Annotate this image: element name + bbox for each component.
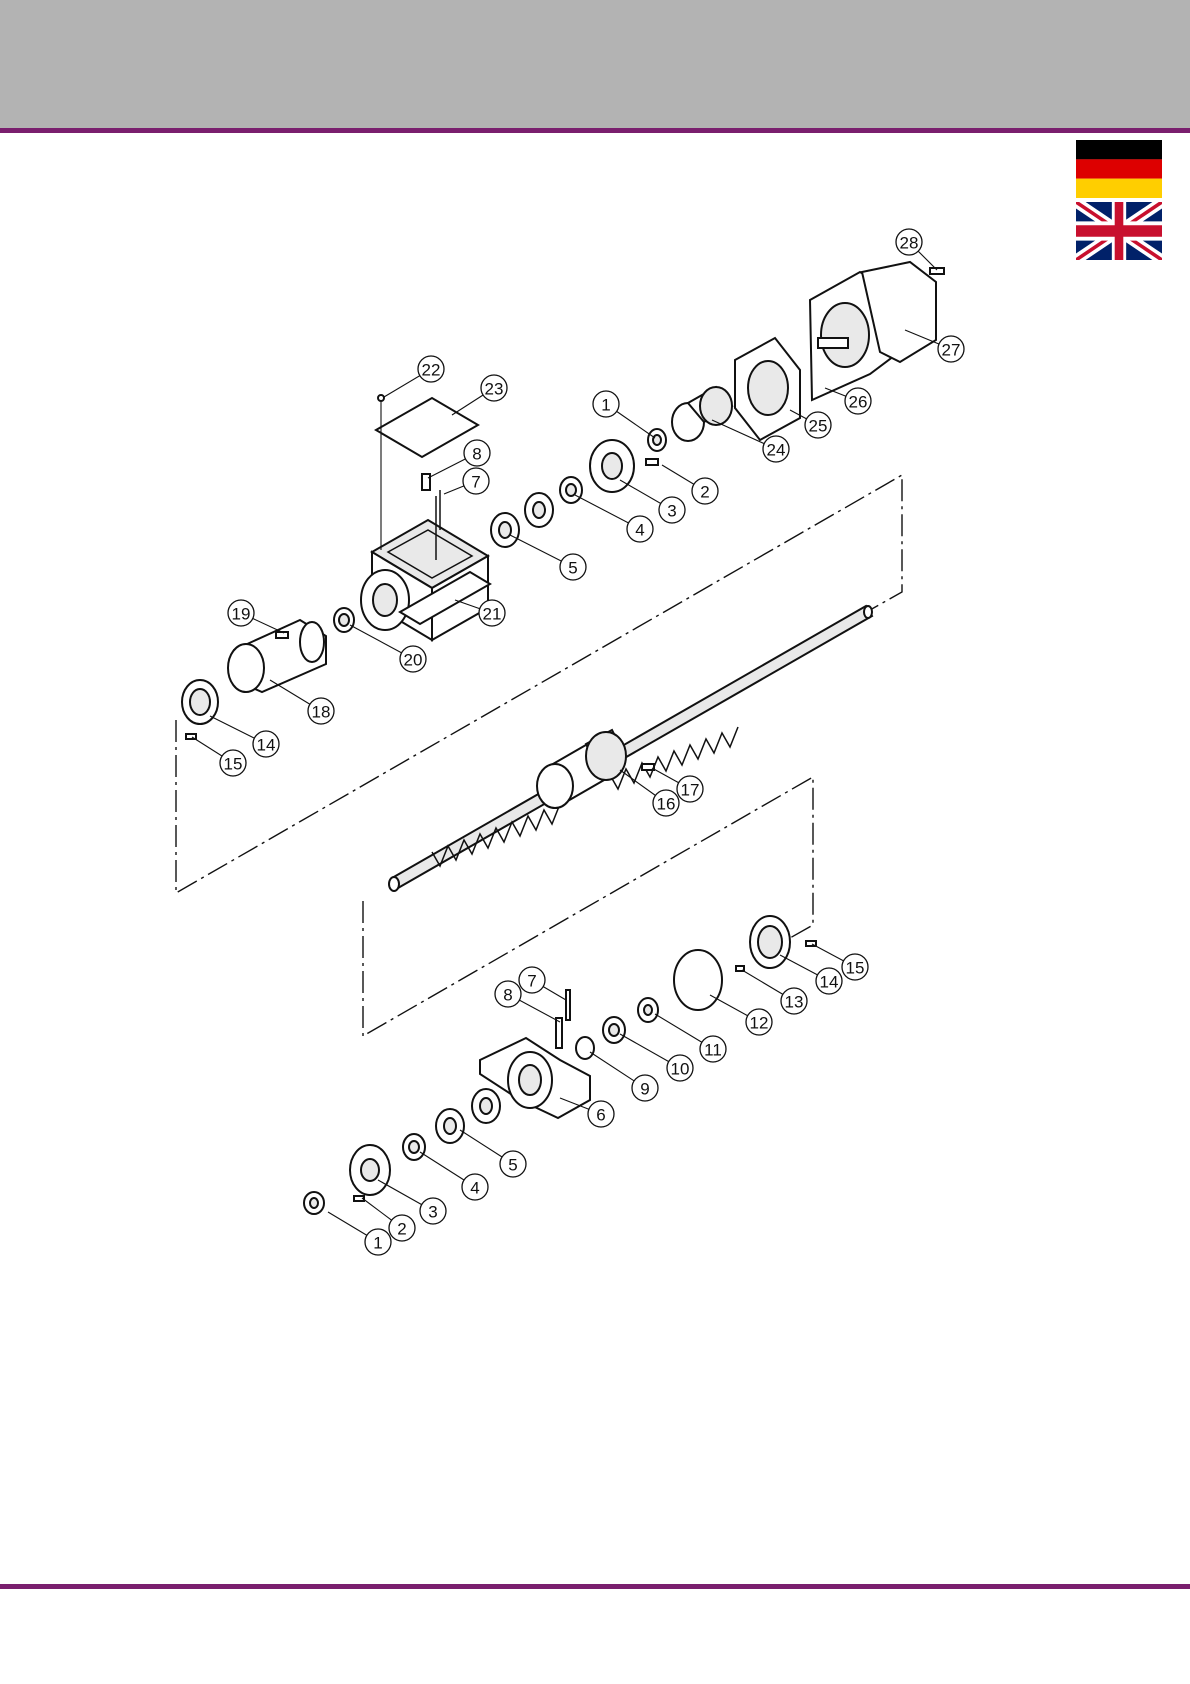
- upper-callout-label-23: 23: [485, 380, 504, 399]
- lower-callout-label-1: 1: [373, 1234, 382, 1253]
- upper-callout-label-20: 20: [404, 651, 423, 670]
- lower-callout-label-11: 11: [704, 1041, 722, 1060]
- upper-callout-label-26: 26: [849, 393, 868, 412]
- upper-callout-label-19: 19: [232, 605, 251, 624]
- upper-callout-label-28: 28: [900, 234, 919, 253]
- upper-callout-label-27: 27: [942, 341, 961, 360]
- lower-callout-label-9: 9: [640, 1080, 649, 1099]
- upper-callout-label-1: 1: [601, 396, 610, 415]
- lower-callout-label-14: 14: [820, 973, 839, 992]
- gearbox-housing: [361, 496, 490, 640]
- lower-callout-label-5: 5: [508, 1156, 517, 1175]
- upper-callout-label-8: 8: [472, 445, 481, 464]
- upper-callout-label-21: 21: [483, 605, 502, 624]
- lower-callout-label-10: 10: [671, 1060, 690, 1079]
- upper-callout-label-17: 17: [681, 781, 700, 800]
- lower-callout-label-6: 6: [596, 1106, 605, 1125]
- upper-callout-label-15: 15: [224, 755, 243, 774]
- lower-callout-label-4: 4: [470, 1179, 479, 1198]
- upper-callout-label-5: 5: [568, 559, 577, 578]
- lower-callout-label-3: 3: [428, 1203, 437, 1222]
- lower-callout-label-7: 7: [527, 972, 536, 991]
- upper-callout-label-3: 3: [667, 502, 676, 521]
- lower-callout-label-13: 13: [785, 993, 804, 1012]
- upper-callout-label-4: 4: [635, 521, 644, 540]
- upper-callout-label-24: 24: [767, 441, 786, 460]
- upper-callout-label-16: 16: [657, 795, 676, 814]
- lower-callout-label-8: 8: [503, 986, 512, 1005]
- upper-callout-label-7: 7: [471, 473, 480, 492]
- upper-callout-label-14: 14: [257, 736, 276, 755]
- upper-callout-label-18: 18: [312, 703, 331, 722]
- upper-callout-label-22: 22: [422, 361, 441, 380]
- lower-callout-label-2: 2: [397, 1220, 406, 1239]
- coupling-and-motor: [672, 262, 944, 441]
- ball-screw-shaft: [389, 606, 872, 891]
- lower-callout-label-15: 15: [846, 959, 865, 978]
- upper-callout-label-25: 25: [809, 417, 828, 436]
- upper-callout-label-2: 2: [700, 483, 709, 502]
- footer-accent-rule: [0, 1584, 1190, 1589]
- lower-callout-label-12: 12: [750, 1014, 769, 1033]
